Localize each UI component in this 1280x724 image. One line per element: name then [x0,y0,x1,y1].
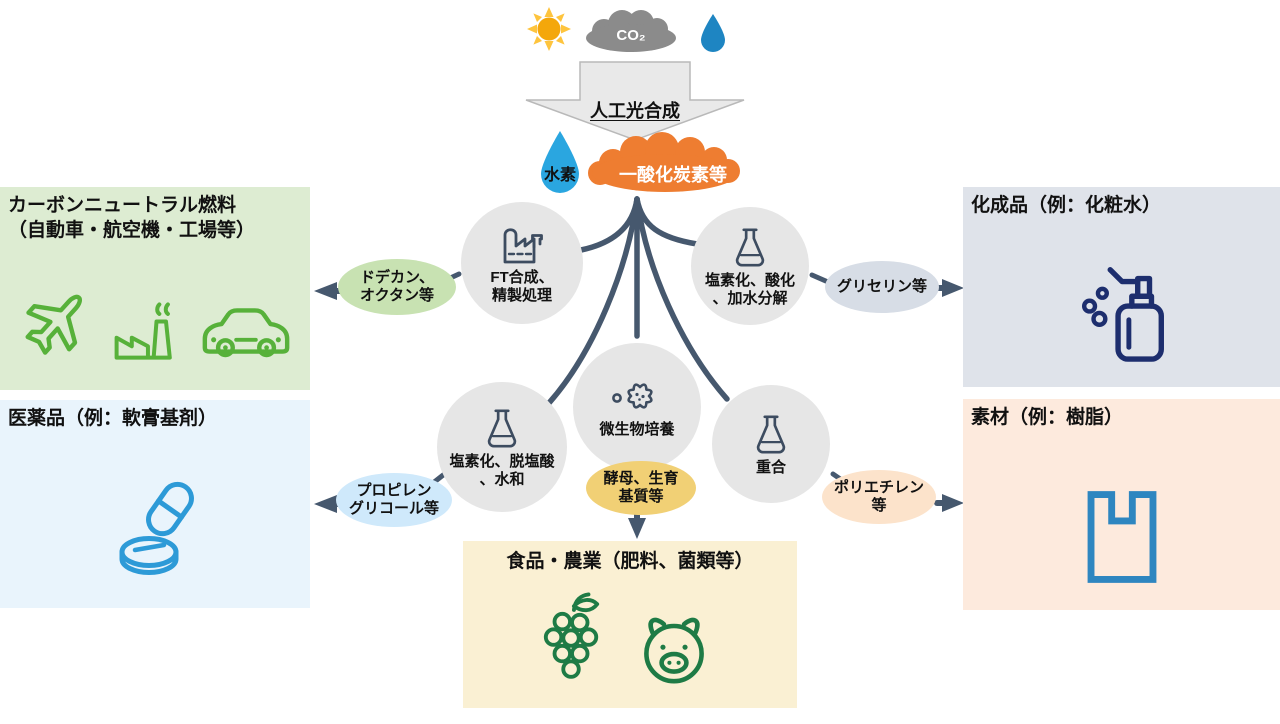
intermediate-dodecane: ドデカン、 オクタン等 [338,259,456,315]
process-label: 微生物培養 [599,420,675,438]
product-title: 素材（例：樹脂） [971,407,1124,428]
process-label: 塩素化、脱塩酸 、水和 [449,452,555,488]
flask-icon [735,228,765,267]
product-pharmaceuticals: 医薬品（例：軟膏基剤） [0,400,310,608]
pig-icon [644,617,704,684]
intermediate-yeast: 酵母、生育 基質等 [586,461,696,515]
product-materials: 素材（例：樹脂） [963,399,1280,610]
co2-cloud-icon [586,10,676,52]
process-label: FT合成、 精製処理 [490,268,554,304]
hydrogen-droplet-icon [541,131,579,193]
product-title: 医薬品（例：軟膏基剤） [8,408,218,429]
product-chemical-products: 化成品（例：化粧水） [963,187,1280,387]
product-food-agriculture: 食品・農業（肥料、菌類等） [463,541,797,708]
product-title: 化成品（例：化粧水） [971,195,1162,216]
product-carbon-neutral-fuel: カーボンニュートラル燃料 （自動車・航空機・工場等） [0,187,310,390]
process-label: 重合 [755,458,786,476]
branch-lines [546,196,730,406]
process-ft-synthesis: FT合成、 精製処理 [461,202,583,324]
flask-icon [487,409,517,448]
lotion-pump-bottle-icon [1081,267,1164,362]
product-title: カーボンニュートラル燃料 （自動車・航空機・工場等） [8,195,256,242]
capsule-tablet-icon [119,481,194,575]
carbon-monoxide-label: 一酸化炭素等 [619,165,727,185]
intermediate-polyethylene: ポリエチレン 等 [822,470,936,524]
sun-icon [527,7,571,51]
plastic-bag-icon [1087,491,1156,583]
factory-icon [114,302,172,360]
grapes-icon [543,592,600,679]
process-arrow-label: 人工光合成 [590,101,680,121]
co2-cloud-label: CO₂ [616,27,646,44]
process-label: 塩素化、酸化 、加水分解 [704,271,795,307]
process-polymerization: 重合 [712,385,830,503]
airplane-icon [25,294,82,355]
hydrogen-label: 水素 [543,167,576,184]
product-title: 食品・農業（肥料、菌類等） [506,551,754,572]
carbon-monoxide-cloud [588,132,740,192]
microbe-icon [612,383,653,409]
process-arrow [525,61,745,141]
water-droplet-icon [701,14,725,52]
factory-icon [503,228,543,264]
process-chlorination-oxidation: 塩素化、酸化 、加水分解 [691,207,809,325]
flask-icon [756,415,786,454]
process-chlorination-hydration: 塩素化、脱塩酸 、水和 [437,382,567,512]
process-microbe-culture: 微生物培養 [573,343,701,471]
intermediate-glycerin: グリセリン等 [825,261,939,313]
car-icon [202,308,290,358]
intermediate-propylene-glycol: プロピレン グリコール等 [336,473,452,527]
